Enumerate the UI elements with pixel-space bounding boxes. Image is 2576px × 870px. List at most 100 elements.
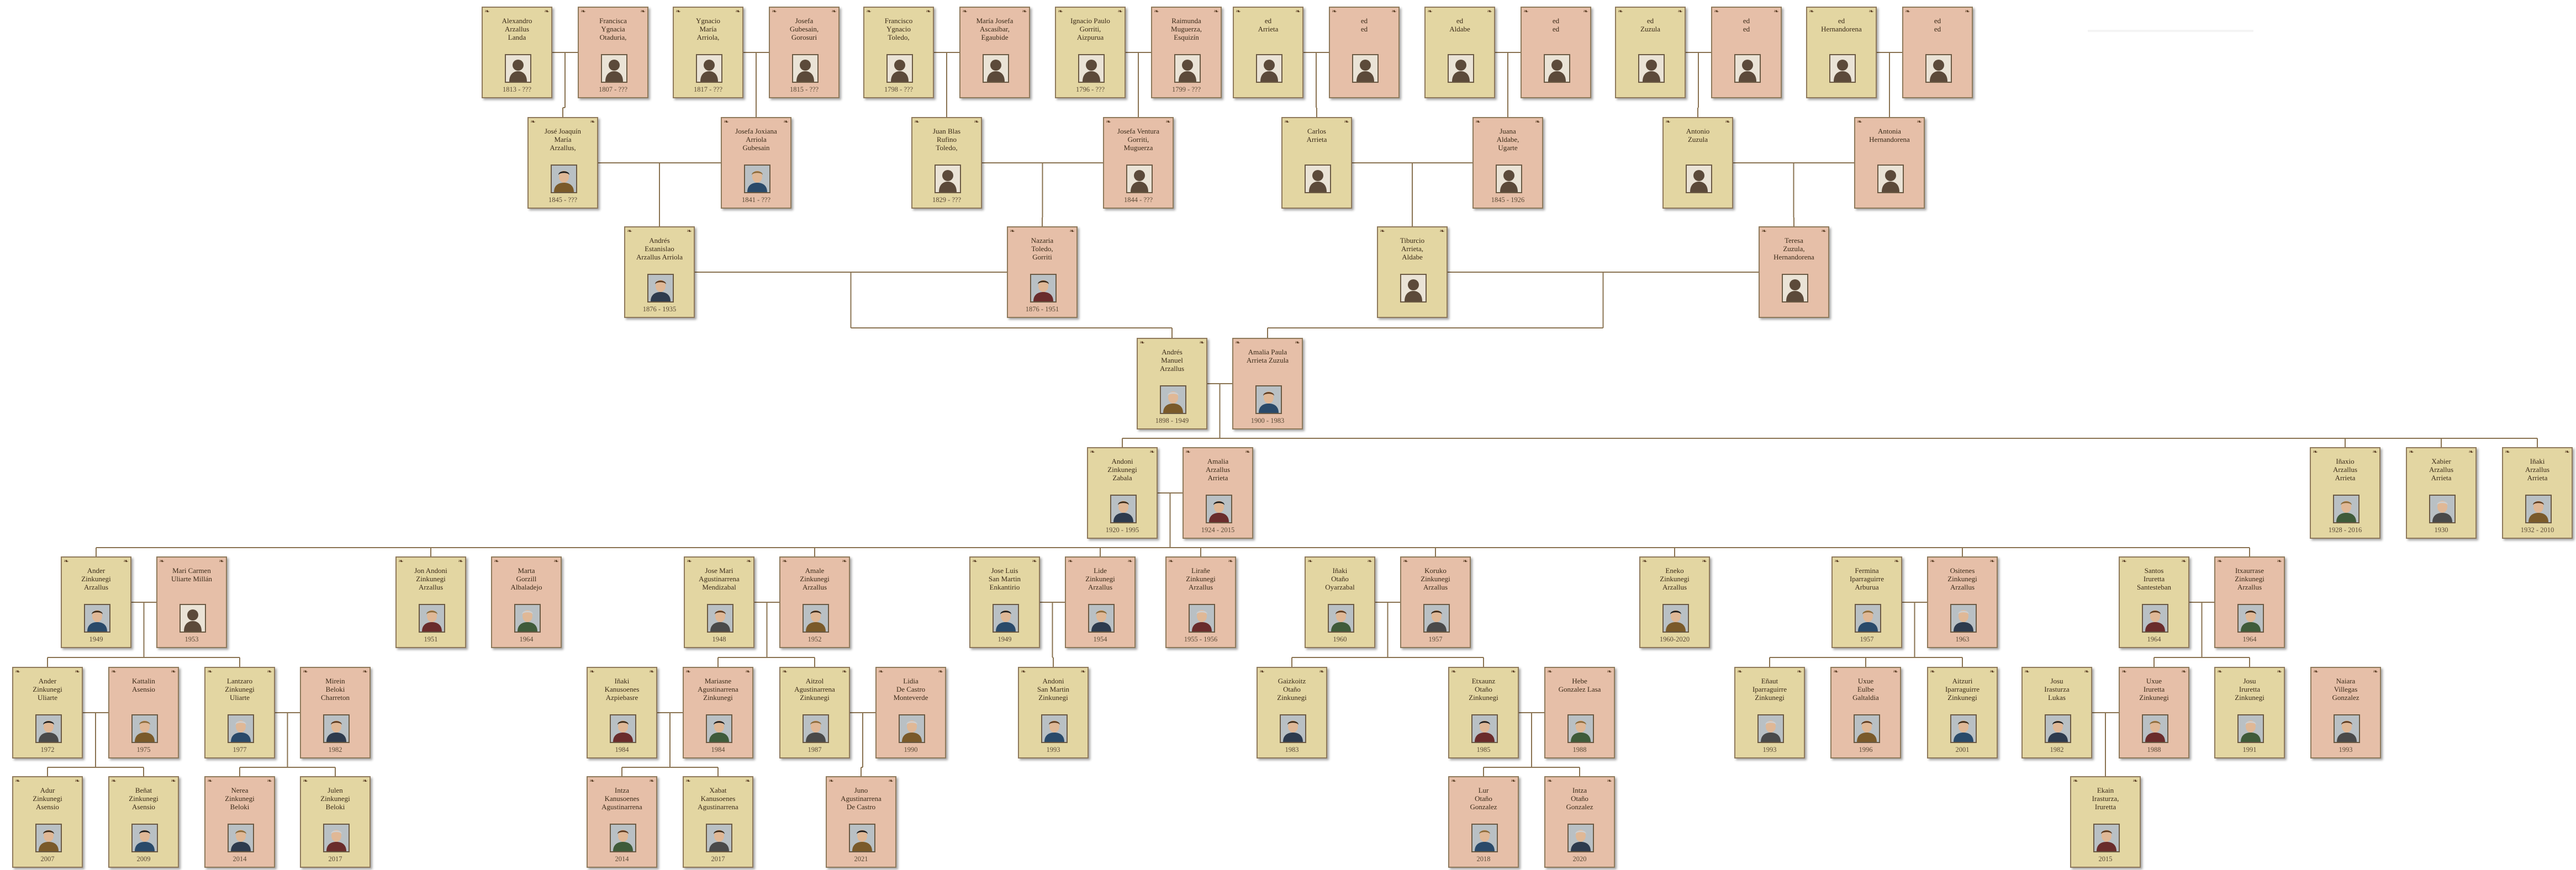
person-name-line: Intza xyxy=(1551,786,1608,794)
corner-ornament-icon: ❧ xyxy=(589,778,595,784)
portrait-photo xyxy=(900,715,924,742)
corner-ornament-icon: ❧ xyxy=(1009,228,1016,235)
portrait-photo xyxy=(228,824,254,852)
person-name-line: María xyxy=(679,25,737,33)
person-dates: 2021 xyxy=(829,855,893,863)
corner-ornament-icon: ❧ xyxy=(888,778,894,784)
person-dates: 1798 - ??? xyxy=(867,86,931,94)
corner-ornament-icon: ❧ xyxy=(1185,449,1191,455)
person-name-line: Ositenes xyxy=(1934,566,1991,575)
person-name: CarlosArrieta xyxy=(1288,127,1345,166)
corner-ornament-icon: ❧ xyxy=(1366,558,1373,565)
person-name-line: Arrieta xyxy=(2413,474,2470,482)
corner-ornament-icon: ❧ xyxy=(865,8,872,15)
person-dates: 1996 xyxy=(1834,746,1898,754)
person-name-line: Uliarte xyxy=(211,693,268,702)
person-name-line: Antonio xyxy=(1669,127,1727,135)
person-name-line: Alexandro xyxy=(488,17,546,25)
portrait-photo xyxy=(1471,824,1498,852)
